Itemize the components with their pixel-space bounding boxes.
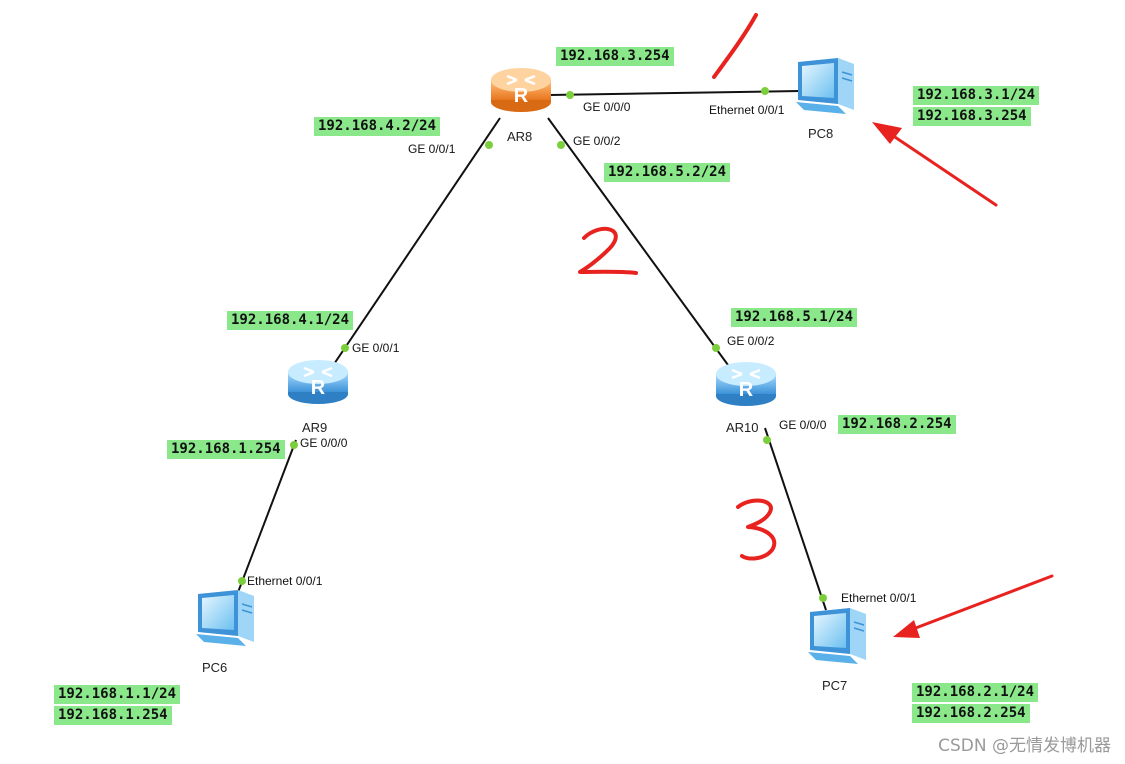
port-dot-ar8-ge001[interactable] xyxy=(485,141,493,149)
device-label-pc7: PC7 xyxy=(822,678,848,693)
annotation-step2: 2 xyxy=(600,245,601,246)
port-label-pc8-eth: Ethernet 0/0/1 xyxy=(709,103,785,117)
port-label-pc7-eth: Ethernet 0/0/1 xyxy=(841,591,917,605)
svg-text:R: R xyxy=(514,85,529,107)
port-dot-ar10-ge002[interactable] xyxy=(712,344,720,352)
ip-label-pc6-gw: 192.168.1.254 xyxy=(54,706,172,725)
router-ar9-icon[interactable]: R xyxy=(288,360,348,404)
link-ar10-pc7 xyxy=(764,427,827,611)
port-dot-pc7-eth[interactable] xyxy=(819,594,827,602)
port-label-pc6-eth: Ethernet 0/0/1 xyxy=(247,574,323,588)
port-dot-ar8-ge002[interactable] xyxy=(557,141,565,149)
port-label-ar9-ge001: GE 0/0/1 xyxy=(352,341,400,355)
port-label-ar10-ge002: GE 0/0/2 xyxy=(727,334,775,348)
arrow-to-pc7 xyxy=(898,574,1054,636)
pc7-icon[interactable] xyxy=(808,608,866,664)
pc8-icon[interactable] xyxy=(796,58,854,114)
ip-label-ar9-ge000: 192.168.1.254 xyxy=(167,440,285,459)
annotation-step3: 3 xyxy=(755,525,756,526)
ip-label-pc7-gw: 192.168.2.254 xyxy=(912,704,1030,723)
ip-label-ar10-ge000: 192.168.2.254 xyxy=(838,415,956,434)
device-label-pc8: PC8 xyxy=(808,126,834,141)
annotation-step2-stroke xyxy=(578,227,638,275)
port-label-ar9-ge000: GE 0/0/0 xyxy=(300,436,348,450)
port-dot-ar8-ge000[interactable] xyxy=(566,91,574,99)
annotation-step3-stroke xyxy=(736,498,777,561)
arrow-head-pc7 xyxy=(893,620,920,638)
device-label-ar8: AR8 xyxy=(507,129,533,144)
port-label-ar10-ge000: GE 0/0/0 xyxy=(779,418,827,432)
svg-text:R: R xyxy=(739,379,754,401)
port-dot-pc8-eth[interactable] xyxy=(761,87,769,95)
ip-label-pc8-ip: 192.168.3.1/24 xyxy=(913,86,1040,105)
watermark: CSDN @无情发博机器 xyxy=(938,736,1111,756)
port-dots xyxy=(238,87,827,602)
port-label-ar8-ge001: GE 0/0/1 xyxy=(408,142,456,156)
ip-label-ar8-ge001: 192.168.4.2/24 xyxy=(314,117,441,136)
port-label-ar8-ge002: GE 0/0/2 xyxy=(573,134,621,148)
ip-label-pc7-ip: 192.168.2.1/24 xyxy=(912,683,1039,702)
ip-label-pc6-ip: 192.168.1.1/24 xyxy=(54,685,181,704)
router-ar8-icon[interactable]: R xyxy=(491,68,551,112)
pc6-icon[interactable] xyxy=(196,590,254,646)
port-dot-ar10-ge000[interactable] xyxy=(763,436,771,444)
port-dot-pc6-eth[interactable] xyxy=(238,577,246,585)
link-ar8-pc8 xyxy=(549,90,801,96)
ip-label-pc8-gw: 192.168.3.254 xyxy=(913,107,1031,126)
port-label-ar8-ge000: GE 0/0/0 xyxy=(583,100,631,114)
ip-label-ar10-ge002: 192.168.5.1/24 xyxy=(731,308,858,327)
annotation-step1-stroke xyxy=(712,13,758,79)
arrow-head-pc8 xyxy=(872,122,902,144)
router-ar10-icon[interactable]: R xyxy=(716,362,776,406)
link-ar8-ar10 xyxy=(547,117,729,366)
svg-text:R: R xyxy=(311,377,326,399)
link-ar8-ar9 xyxy=(329,117,501,371)
annotation-step1: 1 xyxy=(740,20,741,21)
ip-label-ar8-ge002: 192.168.5.2/24 xyxy=(604,163,731,182)
device-label-ar9: AR9 xyxy=(302,420,328,435)
device-label-pc6: PC6 xyxy=(202,660,228,675)
red-annotations xyxy=(578,13,1054,636)
ip-label-ar9-ge001: 192.168.4.1/24 xyxy=(227,311,354,330)
arrow-to-pc8 xyxy=(878,125,998,207)
port-dot-ar9-ge000[interactable] xyxy=(290,441,298,449)
device-label-ar10: AR10 xyxy=(726,420,759,435)
ip-label-ar8-ge000: 192.168.3.254 xyxy=(556,47,674,66)
port-dot-ar9-ge001[interactable] xyxy=(341,344,349,352)
